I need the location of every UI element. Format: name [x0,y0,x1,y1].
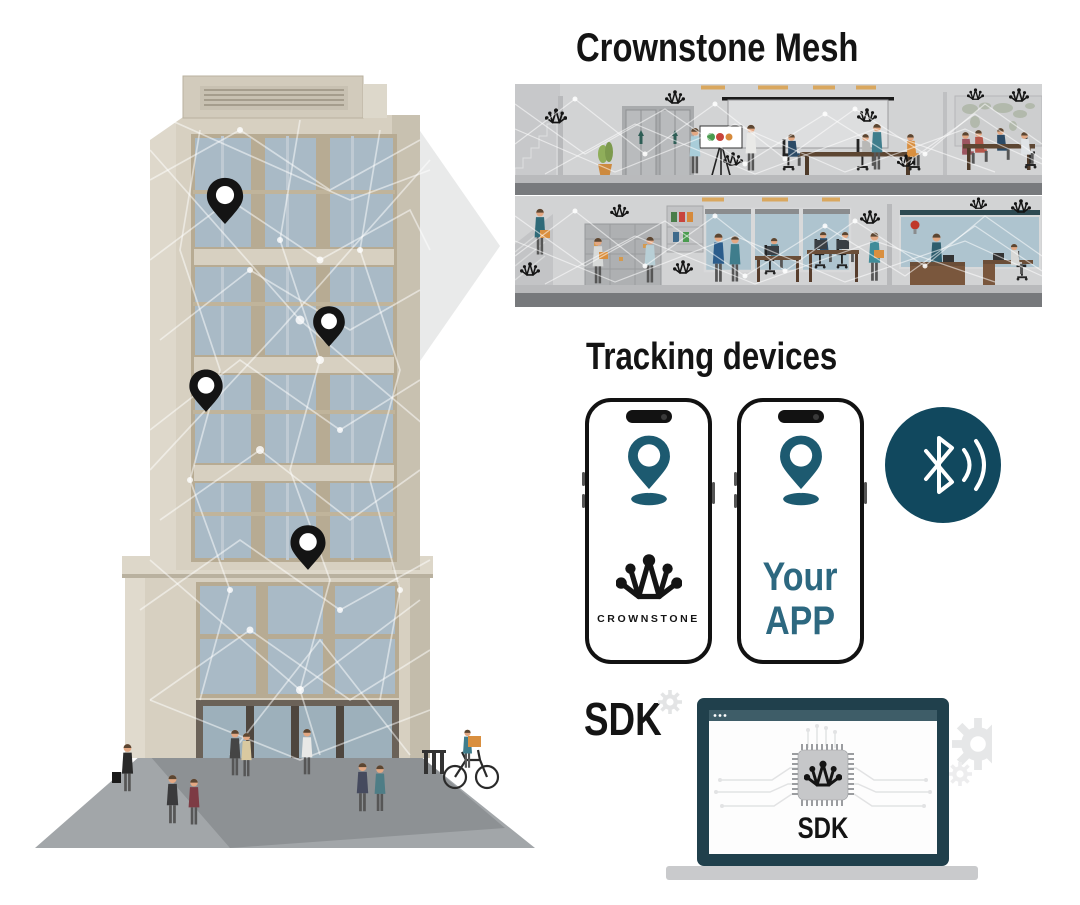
volume-button [582,472,585,486]
laptop-screen: SDK [697,698,949,866]
location-pin-icon [621,432,677,513]
mesh-lines [515,208,1042,285]
gear-icon [658,690,682,714]
camera-dot [812,413,819,420]
open-office [703,207,884,282]
stairs [515,114,558,177]
crownstone-brand-label: CROWNSTONE [597,613,700,625]
street-people [112,729,500,825]
reception [899,210,1041,286]
world-map [962,102,1035,131]
mesh-network-overlay [139,119,431,761]
floor-1 [515,84,1042,195]
office-floors-illustration [515,84,1042,307]
building-illustration [35,75,535,848]
sdk-laptop-illustration: SDK [658,690,992,880]
browser-titlebar [709,710,937,721]
your-app-phone: Your APP [734,398,867,664]
sdk-chip-icon [792,744,854,806]
mesh-lines [515,96,1042,175]
floor-2 [515,196,1042,307]
phone-screen: CROWNSTONE [589,402,708,660]
flipchart [699,125,743,180]
plaza [35,756,535,848]
crownstone-app-phone: CROWNSTONE [582,398,715,664]
cyclist [442,729,500,790]
your-app-label: Your APP [763,555,838,643]
gear-icon [948,762,972,786]
conference-room [689,97,922,180]
power-button [712,482,715,504]
building-base [122,556,433,758]
volume-button [734,494,737,508]
power-button [864,482,867,504]
volume-button [582,494,585,508]
crownstone-logo-icon [616,553,682,607]
building-tower [150,75,420,570]
camera-dot [660,413,667,420]
sdk-title: SDK [584,693,662,745]
bookshelf [666,205,704,253]
dynamic-island [625,410,672,423]
location-pin-icon [773,432,829,513]
bluetooth-icon [885,407,1001,523]
tracking-devices-title: Tracking devices [586,336,838,378]
bike-rack [422,750,446,774]
right-arrow-icon [418,128,500,364]
elevators [622,106,694,179]
crownstone-mesh-title: Crownstone Mesh [576,26,859,70]
phone-screen: Your APP [741,402,860,660]
laptop-screen-sdk-label: SDK [798,810,849,844]
map-meeting [954,95,1042,170]
dynamic-island [777,410,824,423]
gear-icon [952,718,992,770]
laptop-base [666,866,978,880]
volume-button [734,472,737,486]
